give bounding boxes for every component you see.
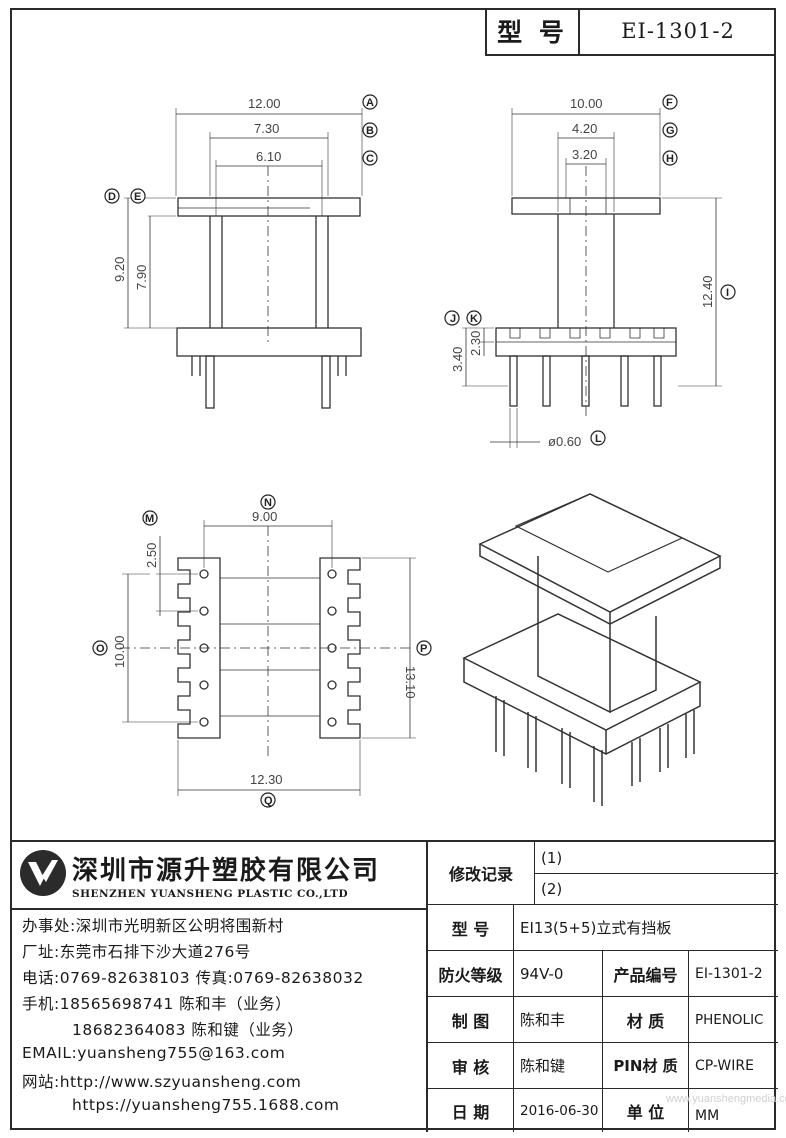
date-label: 日 期 xyxy=(428,1088,513,1132)
marker-D: D xyxy=(108,191,116,203)
company-logo-icon xyxy=(20,850,66,896)
company-name-en: SHENZHEN YUANSHENG PLASTIC CO.,LTD xyxy=(72,888,349,900)
website-1[interactable]: 网站:http://www.szyuansheng.com xyxy=(22,1073,302,1091)
fire-rating-value: 94V-0 xyxy=(513,950,602,996)
mobile-2: 18682364083 陈和键（业务） xyxy=(72,1021,304,1039)
dim-G: 4.20 xyxy=(572,121,597,136)
company-name-cn: 深圳市源升塑胶有限公司 xyxy=(72,856,381,886)
model-header-label: 型 号 xyxy=(487,8,580,54)
marker-M: M xyxy=(145,513,154,525)
marker-I: I xyxy=(726,287,729,299)
dim-B: 7.30 xyxy=(254,121,279,136)
marker-O: O xyxy=(96,643,105,655)
marker-H: H xyxy=(666,153,674,165)
revision-label: 修改记录 xyxy=(448,865,513,884)
dim-L: ø0.60 xyxy=(548,434,581,449)
product-code-value: EI-1301-2 xyxy=(688,950,778,996)
revision-1: (1) xyxy=(534,842,778,873)
marker-P: P xyxy=(420,643,427,655)
dim-Q: 12.30 xyxy=(250,772,283,787)
dim-P: 13.10 xyxy=(403,666,418,699)
drawn-by-value: 陈和丰 xyxy=(513,996,602,1042)
isometric-view xyxy=(462,493,722,806)
model-label: 型 号 xyxy=(428,904,513,950)
dim-H: 3.20 xyxy=(572,147,597,162)
front-view xyxy=(124,108,363,409)
marker-F: F xyxy=(666,97,673,109)
marker-E: E xyxy=(134,191,141,203)
date-value: 2016-06-30 xyxy=(513,1088,602,1132)
fire-rating-label: 防火等级 xyxy=(428,950,513,996)
marker-labels xyxy=(92,94,736,808)
model-header: 型 号 EI-1301-2 xyxy=(485,8,776,56)
marker-N: N xyxy=(264,497,272,509)
reviewed-by-value: 陈和键 xyxy=(513,1042,602,1088)
marker-C: C xyxy=(366,153,374,165)
top-view xyxy=(120,520,416,796)
spec-table: 修改记录 (1) (2) 型 号 EI13(5+5)立式有挡板 防火等级 94V… xyxy=(426,842,778,1132)
email[interactable]: EMAIL:yuansheng755@163.com xyxy=(22,1044,286,1062)
reviewed-by-label: 审 核 xyxy=(428,1042,513,1088)
pin-material-label: PIN材 质 xyxy=(602,1042,688,1088)
marker-L: L xyxy=(595,433,602,445)
marker-Q: Q xyxy=(264,795,273,807)
marker-K: K xyxy=(470,313,478,325)
side-view xyxy=(462,108,722,448)
mobile-1: 手机:18565698741 陈和丰（业务） xyxy=(22,995,292,1013)
office-address: 办事处:深圳市光明新区公明将围新村 xyxy=(22,917,284,935)
side-view-dims: 10.00 4.20 3.20 12.40 2.30 3.40 ø0.60 xyxy=(450,96,715,449)
drawn-by-label: 制 图 xyxy=(428,996,513,1042)
dim-A: 12.00 xyxy=(248,96,281,111)
marker-A: A xyxy=(366,97,374,109)
marker-B: B xyxy=(366,125,374,137)
pin-material-value: CP-WIRE xyxy=(688,1042,778,1088)
dim-C: 6.10 xyxy=(256,149,281,164)
model-value: EI13(5+5)立式有挡板 xyxy=(513,904,778,950)
unit-label: 单 位 xyxy=(602,1088,688,1132)
marker-G: G xyxy=(666,125,675,137)
dim-I: 12.40 xyxy=(700,275,715,308)
dim-E: 7.90 xyxy=(134,265,149,290)
dim-J: 3.40 xyxy=(450,347,465,372)
unit-value: MM xyxy=(688,1088,778,1132)
dim-D: 9.20 xyxy=(112,257,127,282)
phone-fax: 电话:0769-82638103 传真:0769-82638032 xyxy=(22,969,364,987)
watermark: www.yuanshengmedia.com xyxy=(666,1093,786,1105)
dim-F: 10.00 xyxy=(570,96,603,111)
title-block: 深圳市源升塑胶有限公司 SHENZHEN YUANSHENG PLASTIC C… xyxy=(10,840,778,1132)
material-value: PHENOLIC xyxy=(688,996,778,1042)
dim-K: 2.30 xyxy=(468,331,483,356)
drawing-frame xyxy=(10,8,776,1130)
front-view-dims: 12.00 7.30 6.10 9.20 7.90 xyxy=(112,96,281,290)
top-view-dims: 9.00 2.50 10.00 13.10 12.30 xyxy=(112,509,418,787)
material-label: 材 质 xyxy=(602,996,688,1042)
product-code-label: 产品编号 xyxy=(602,950,688,996)
divider xyxy=(10,908,426,910)
marker-letters: A B C D E F G H I J K L M N O P Q xyxy=(96,97,729,807)
company-info: 深圳市源升塑胶有限公司 SHENZHEN YUANSHENG PLASTIC C… xyxy=(10,842,426,1132)
technical-drawing: 12.00 7.30 6.10 9.20 7.90 10.00 4.20 3.2… xyxy=(92,94,736,808)
dim-O: 10.00 xyxy=(112,635,127,668)
dim-M: 2.50 xyxy=(144,543,159,568)
marker-J: J xyxy=(450,313,456,325)
model-header-value: EI-1301-2 xyxy=(621,19,735,43)
factory-address: 厂址:东莞市石排下沙大道276号 xyxy=(22,943,251,961)
dim-N: 9.00 xyxy=(252,509,277,524)
revision-2: (2) xyxy=(534,873,778,904)
website-2[interactable]: https://yuansheng755.1688.com xyxy=(72,1096,340,1114)
